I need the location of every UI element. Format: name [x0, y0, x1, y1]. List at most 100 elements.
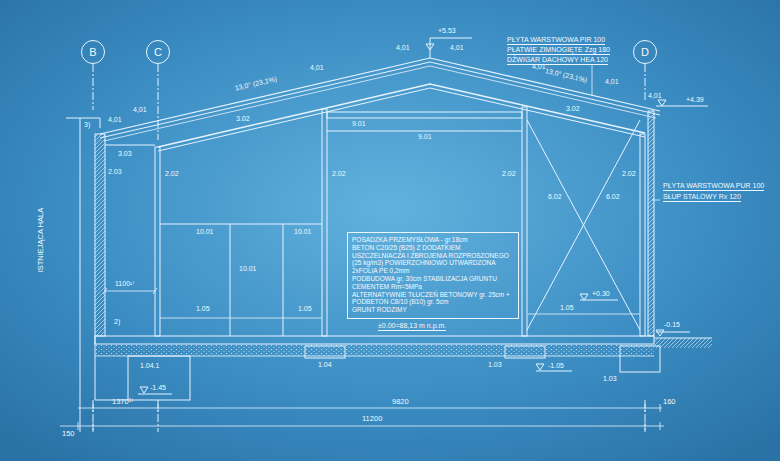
- grid-axis-bubble: B: [81, 40, 105, 64]
- elevation-mark: +5.53: [438, 27, 456, 35]
- callout-number: 1.05: [560, 304, 574, 312]
- parapet: [66, 118, 100, 128]
- elevation-mark: -1.45: [150, 384, 166, 392]
- dimension-line: [78, 404, 662, 412]
- ground-fill: [654, 338, 712, 348]
- callout-number: 3.03: [118, 150, 132, 158]
- callout-number: 2.02: [622, 170, 636, 178]
- callout-number: 1.04: [318, 361, 332, 369]
- slope-mark: 13,0° (23,1%): [544, 67, 588, 85]
- dimension: 150: [62, 429, 75, 438]
- node-text: PODBUDOWA gr. 30cm STABILIZACJA GRUNTU C…: [352, 275, 514, 291]
- callout-number: 4,01: [310, 64, 324, 72]
- sub-base: [95, 344, 654, 356]
- grid-axis: [158, 64, 159, 432]
- callout-number: 1.03: [488, 361, 502, 369]
- foundation-pad: [305, 346, 345, 358]
- dimension-line: [60, 422, 664, 430]
- roof-beam: [158, 84, 645, 147]
- elevation-marker: [426, 38, 472, 58]
- steel-column: [155, 147, 160, 336]
- steel-column: [640, 134, 645, 336]
- footnote-mark: 2): [114, 318, 120, 326]
- callout-number: 1.04.1: [140, 362, 159, 370]
- spec-note: PŁYTA WARSTWOWA PIR 100: [507, 36, 605, 45]
- leader-line: [592, 64, 593, 96]
- foundation-pad: [620, 346, 660, 372]
- node-text: C: [154, 46, 162, 58]
- purlin-line: [104, 66, 656, 141]
- callout-number: 4,01: [605, 78, 619, 86]
- callout-number: 3.02: [236, 115, 250, 123]
- elevation-mark: -0.15: [664, 321, 680, 329]
- dimension: 11200: [362, 414, 382, 423]
- wall-panel: [648, 111, 654, 336]
- callout-number: 3.02: [566, 105, 580, 113]
- callout-number: 2.03: [108, 168, 122, 176]
- callout-number: 4,01: [532, 63, 546, 71]
- callout-number: 2.02: [502, 170, 516, 178]
- dimension: 1370¹⁾: [112, 397, 133, 406]
- node-text: ALTERNATYWNIE TŁUCZEŃ BETONOWY gr. 25cm …: [352, 291, 514, 307]
- callout-number: 4,01: [450, 44, 464, 52]
- callout-number: 2.02: [332, 170, 346, 178]
- callout-number: 10.01: [196, 228, 214, 236]
- elevation-mark: +0.30: [592, 290, 610, 298]
- elevation-mark: -1.05: [548, 362, 564, 370]
- callout-number: 10.01: [239, 265, 257, 273]
- floor-spec-box: POSADZKA PRZEMYSŁOWA - gr.18cmBETON C20/…: [347, 232, 519, 319]
- dimension: 9820: [392, 397, 409, 406]
- callout-number: 6.02: [606, 193, 620, 201]
- steel-column: [522, 107, 527, 336]
- node-text: BETON C20/25 (B25) Z DODATKIEM USZCZELNI…: [352, 244, 514, 267]
- existing-wall: [80, 118, 81, 432]
- callout-number: 4,01: [108, 116, 122, 124]
- dimension-line: [103, 288, 157, 294]
- spec-note: SŁUP STALOWY Rx 120: [663, 193, 741, 202]
- tie-beam: [327, 112, 522, 118]
- spec-note: DŹWIGAR DACHOWY HEA 120: [507, 56, 608, 65]
- side-note: ISTNIEJĄCA HALA: [36, 208, 45, 273]
- callout-number: 1.05: [298, 305, 312, 313]
- callout-number: 9.01: [352, 120, 366, 128]
- base-line: [160, 314, 640, 318]
- callout-number: 10.01: [294, 228, 312, 236]
- wall: [95, 134, 105, 336]
- callout-number: 9.01: [418, 133, 432, 141]
- callout-number: 1.05: [196, 305, 210, 313]
- grid-axis-bubble: D: [633, 40, 657, 64]
- elevation-mark: +4.39: [686, 96, 704, 104]
- callout-number: 6.02: [548, 193, 562, 201]
- datum-note: ±0.00=88,13 m n.p.m.: [378, 322, 446, 331]
- spec-note: PŁATWIE ZIMNOGIĘTE Zzg 180: [507, 46, 610, 55]
- floor-slab: [95, 336, 654, 344]
- dimension: 160: [663, 397, 676, 406]
- callout-number: 4,01: [133, 106, 147, 114]
- callout-number: 2.02: [165, 170, 179, 178]
- callout-number: 4,01: [396, 44, 410, 52]
- steel-column: [322, 109, 327, 336]
- roof-beam: [158, 88, 645, 151]
- slope-mark: 13,0° (23,1%): [234, 75, 278, 93]
- callout-number: 4,01: [648, 92, 662, 100]
- node-text: 2xFOLIA PE 0,2mm: [352, 267, 514, 275]
- node-text: B: [89, 46, 96, 58]
- partition: [160, 224, 322, 336]
- node-text: GRUNT RODZIMY: [352, 306, 514, 314]
- foundation: [128, 356, 190, 400]
- spec-note: PŁYTA WARSTWOWA PUR 100: [663, 182, 764, 191]
- tie-line: [327, 131, 522, 132]
- footnote-mark: 3): [84, 121, 90, 129]
- foundation-pad: [505, 346, 545, 358]
- eave-beam: [105, 145, 155, 146]
- callout-number: 1.03: [603, 375, 617, 383]
- elevation-marker: [656, 330, 690, 336]
- cross-bracing: [527, 120, 640, 330]
- foundation-wall: [95, 336, 128, 400]
- grid-axis: [93, 64, 94, 432]
- dimension: 1100¹⁾: [115, 280, 134, 288]
- grid-axis-bubble: C: [146, 40, 170, 64]
